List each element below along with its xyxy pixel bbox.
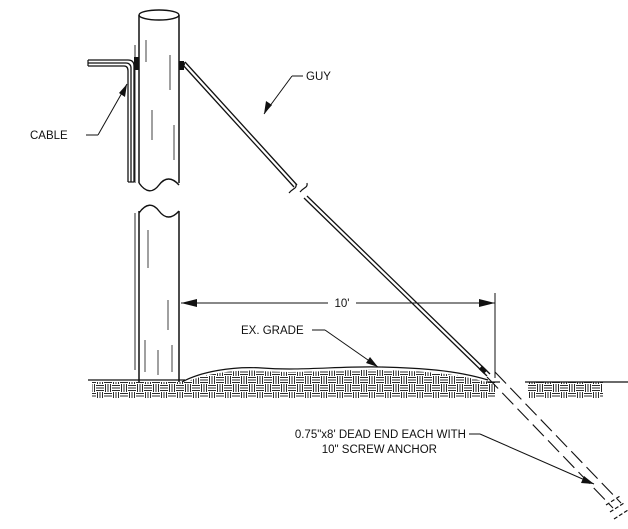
dimension-10ft: 10' [181, 293, 496, 378]
guy-wire [179, 61, 491, 377]
cable-bundle [88, 59, 135, 182]
ground-section [88, 366, 628, 398]
grade-label: EX. GRADE [241, 325, 304, 337]
pole-lower [134, 204, 180, 382]
anchor-rod [486, 371, 628, 520]
pole-upper [134, 9, 180, 192]
guy-break-symbol [288, 182, 308, 194]
cable-assembly [87, 57, 139, 183]
guy-label: GUY [306, 71, 331, 83]
anchor-callout: 0.75"x8' DEAD END EACH WITH 10" SCREW AN… [295, 429, 595, 485]
anchor-label-line2: 10" SCREW ANCHOR [322, 444, 437, 456]
earth-fill-left [92, 382, 495, 398]
dimension-label: 10' [335, 298, 350, 310]
cable-callout: CABLE [30, 83, 128, 142]
cable-label: CABLE [30, 130, 68, 142]
anchor-label-line1: 0.75"x8' DEAD END EACH WITH [295, 429, 466, 441]
grade-callout: EX. GRADE [241, 325, 379, 368]
earth-fill-right [528, 382, 603, 398]
cable-bracket [134, 57, 139, 70]
guy-callout: GUY [263, 71, 331, 115]
screw-anchor-helix [605, 495, 628, 520]
ground-mound-hatch [186, 369, 486, 382]
pole-top-cap [138, 9, 180, 21]
guy-grip [478, 365, 488, 374]
ground-mound [181, 366, 489, 383]
